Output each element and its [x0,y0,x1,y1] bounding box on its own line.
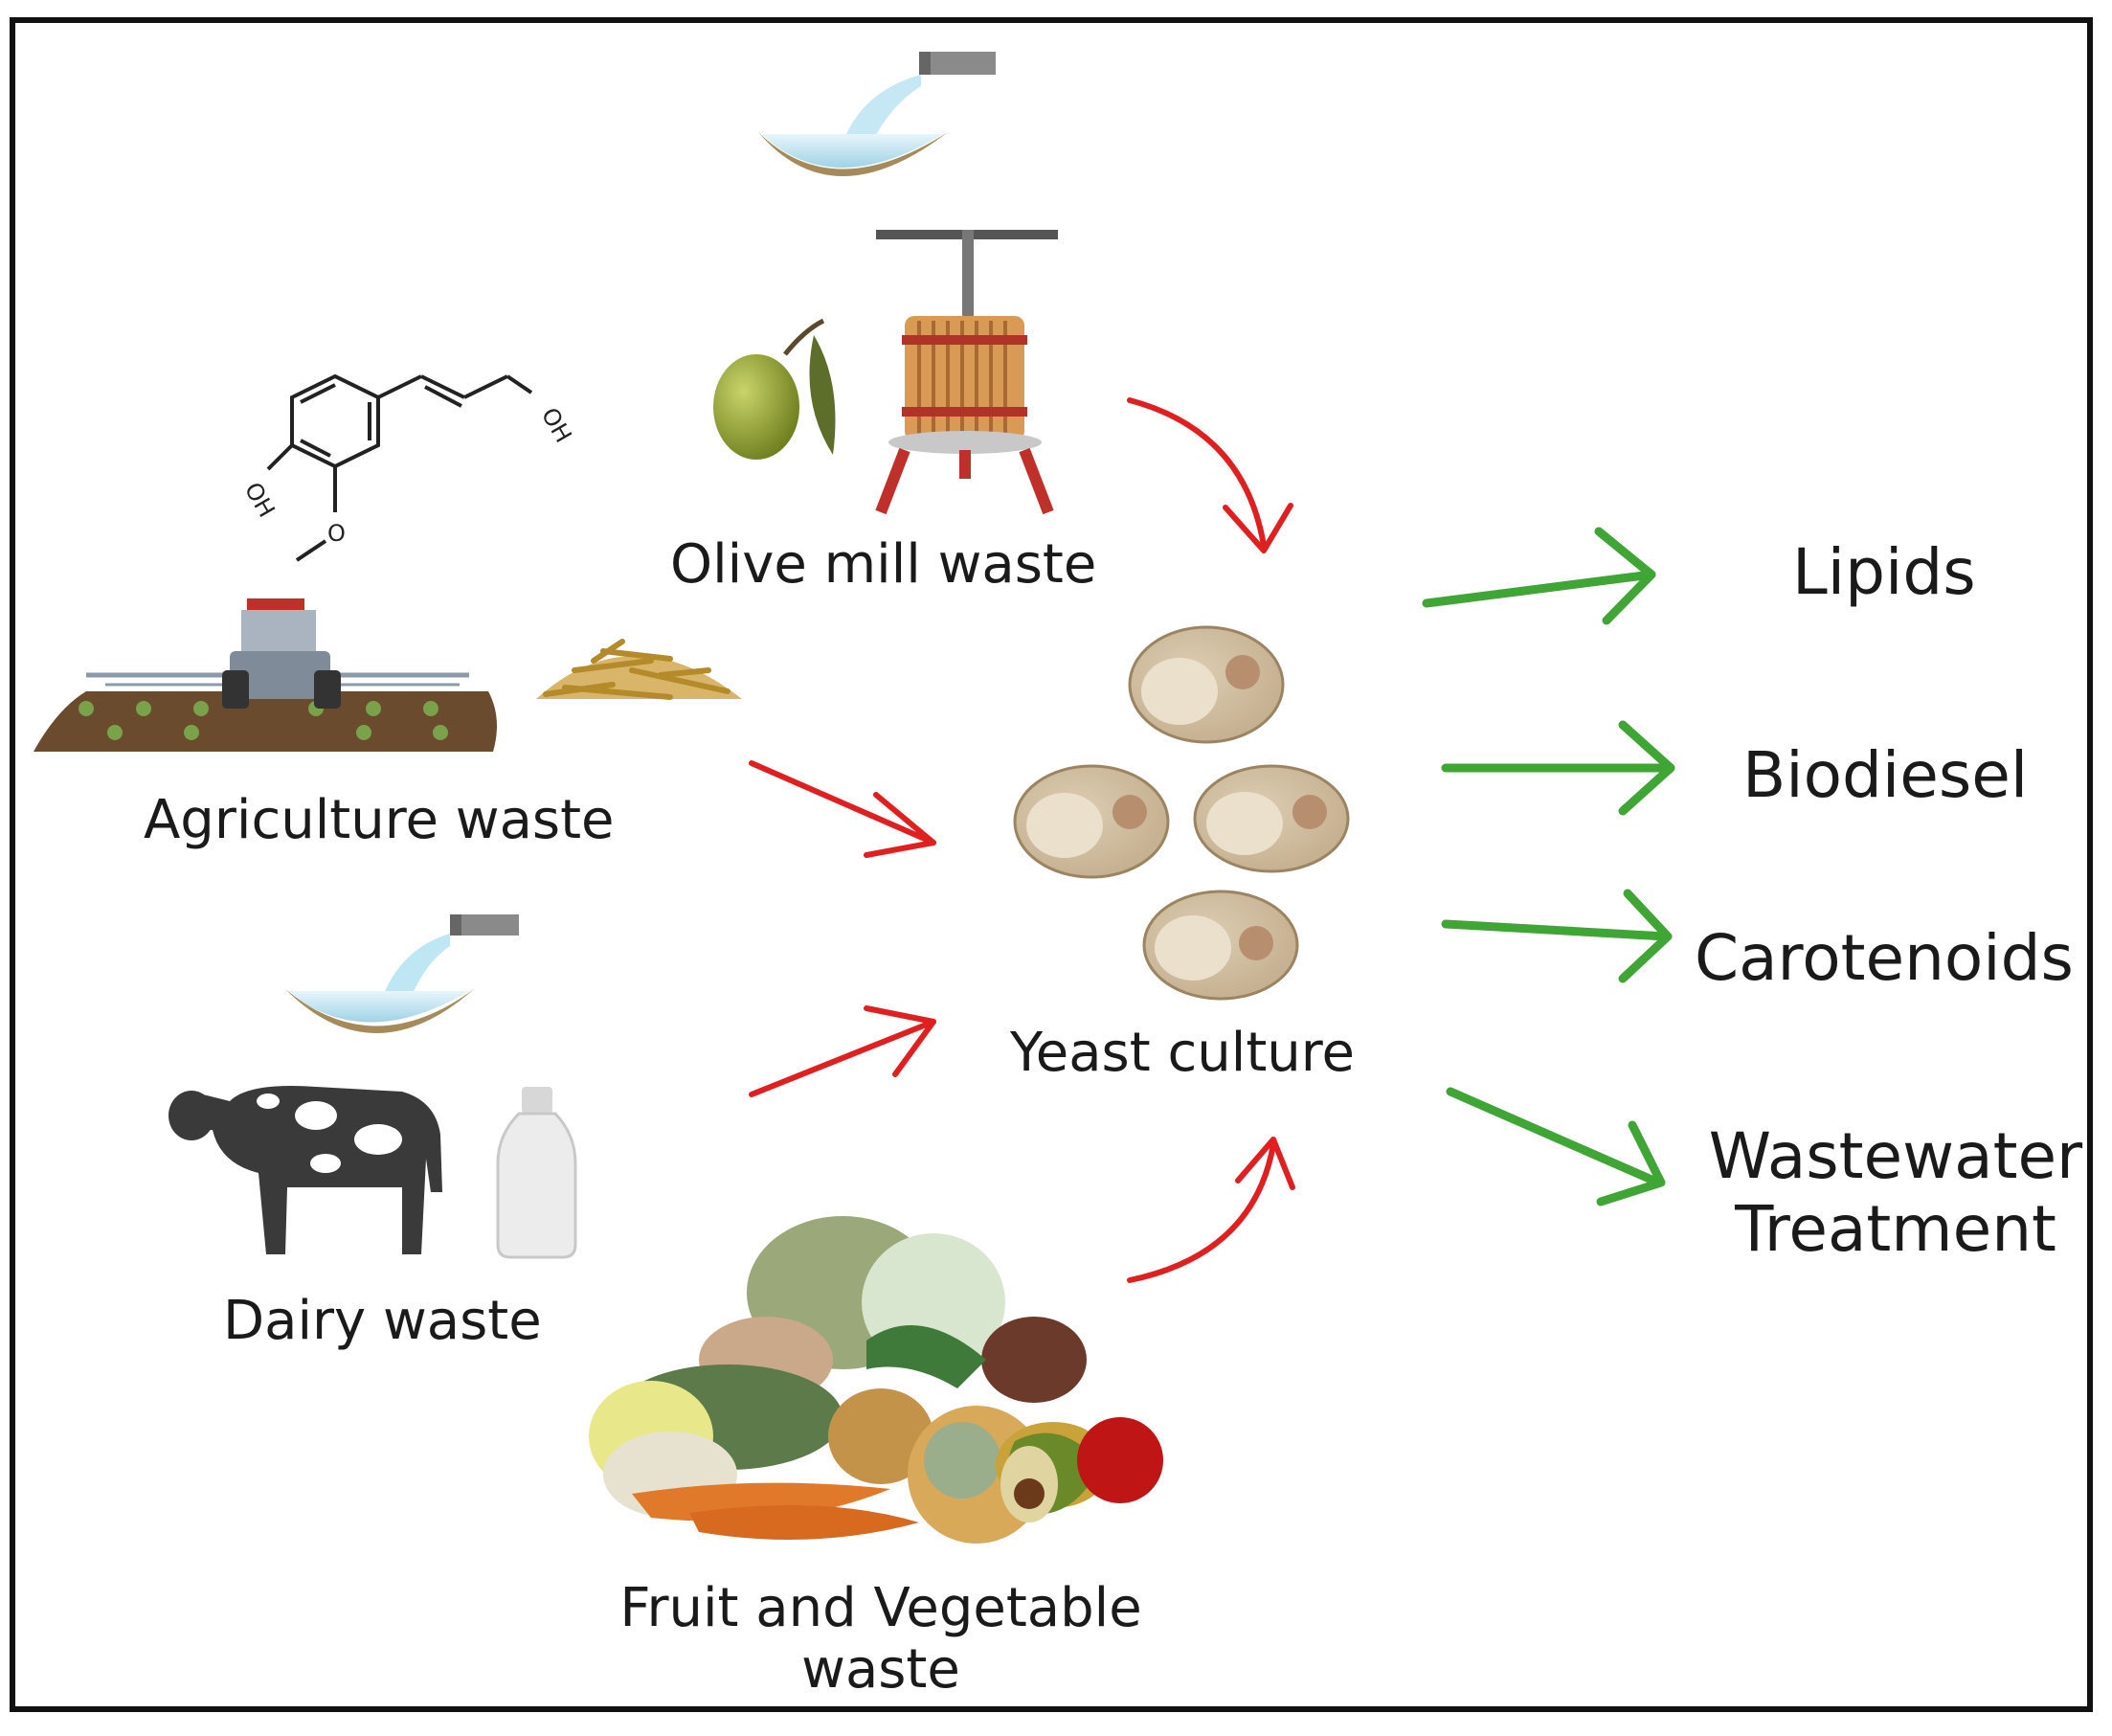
product-arrow [1441,720,1675,816]
dairy-label: Dairy waste [223,1290,542,1352]
cow-icon [169,1086,442,1254]
molecule-oh-right: OH [536,403,577,447]
bottle-icon [496,1087,577,1259]
wastewater-treatment-label: Wastewater Treatment [1695,1120,2097,1266]
carotenoids-label: Carotenoids [1695,921,2074,995]
coniferyl-alcohol-molecule-icon [266,373,533,562]
input-arrow [749,1005,936,1097]
fruit-vegetable-label-line1: Fruit and Vegetable [619,1577,1142,1639]
agriculture-label: Agriculture waste [144,789,615,851]
fruit-vegetable-pile-icon [589,1216,1163,1544]
input-arrow [749,760,936,858]
yeast-cell [1193,764,1350,873]
lipids-label: Lipids [1792,535,1976,609]
olive-icon [713,318,836,460]
wastewater-label-line2: Treatment [1735,1191,2056,1266]
product-arrow [1422,527,1656,625]
straw-pile-icon [536,639,742,700]
product-arrow [1446,1087,1666,1206]
biodiesel-label: Biodiesel [1742,738,2029,812]
wastewater-label-line1: Wastewater [1708,1119,2083,1193]
yeast-cell [1142,890,1299,1001]
olive-press-icon [875,230,1058,515]
fruit-vegetable-label: Fruit and Vegetable waste [613,1577,1149,1702]
tractor-field-icon [34,598,497,752]
yeast-cell [1128,625,1285,744]
olive-mill-label: Olive mill waste [670,533,1097,596]
molecule-o: O [327,520,346,547]
molecule-oh-left: OH [239,478,281,522]
fruit-vegetable-label-line2: waste [801,1638,960,1702]
dairy-basin-icon [285,914,519,1033]
input-arrow [1127,1137,1295,1283]
input-arrow [1127,397,1293,553]
yeast-cell [1013,764,1170,879]
yeast-culture-label: Yeast culture [1010,1022,1356,1084]
product-arrow [1441,889,1673,983]
olive-basin-icon [758,52,996,176]
